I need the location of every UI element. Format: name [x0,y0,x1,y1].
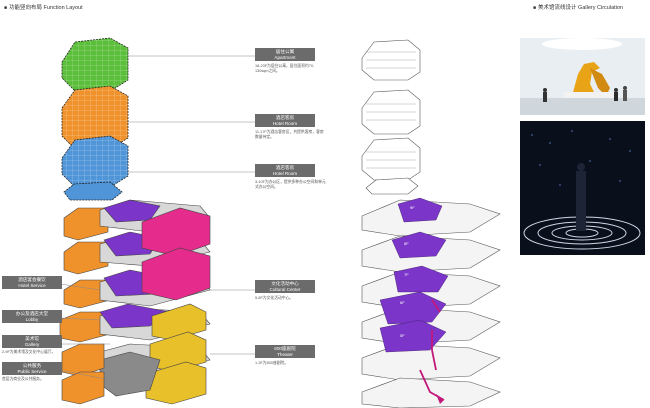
gallery-floors [379,197,449,353]
apartment-desc: 18-23F为居住公寓，居住面积约70-130sqm之间。 [255,64,315,73]
floor-label-8f: 8F [404,241,409,246]
tower-outlines [361,39,421,195]
leader-lines [59,55,255,381]
gallery-desc: 2-9F为美术馆及文化中心展厅。 [2,350,56,354]
podium-slabs [59,199,211,405]
office-block [61,135,129,201]
hotel-room-block [61,85,129,149]
public-service-desc: 首层为商业及公共服务。 [2,377,44,381]
floor-label-5f: 5F [400,333,405,338]
arrow-head [436,394,444,404]
tower-hatching [366,51,416,169]
floor-label-9f: 9F [410,205,415,210]
floor-label-7f: 7F [404,272,409,277]
theater-desc: 1-3F为800座剧院。 [255,361,289,365]
gallery-circulation-title: ■美术馆流线设计 Gallery Circulation [533,5,623,11]
immersive-light-installation-photo [520,121,645,255]
apartment-block [61,37,129,91]
cultural-center-desc: 5-8F为文化活动中心。 [255,296,294,300]
floor-label-6f: 6F [400,300,405,305]
function-layout-title: ■功能竖向布局 Function Layout [4,5,83,11]
hotel-room-desc: 11-17F为酒店客房区，共提供客房，客房数量待定。 [255,130,324,139]
hotel-room-b-desc: 3-10F为办公区，提供多种办公空间和单元式办公空间。 [255,180,326,189]
dinosaur-exhibition-photo [520,38,645,115]
